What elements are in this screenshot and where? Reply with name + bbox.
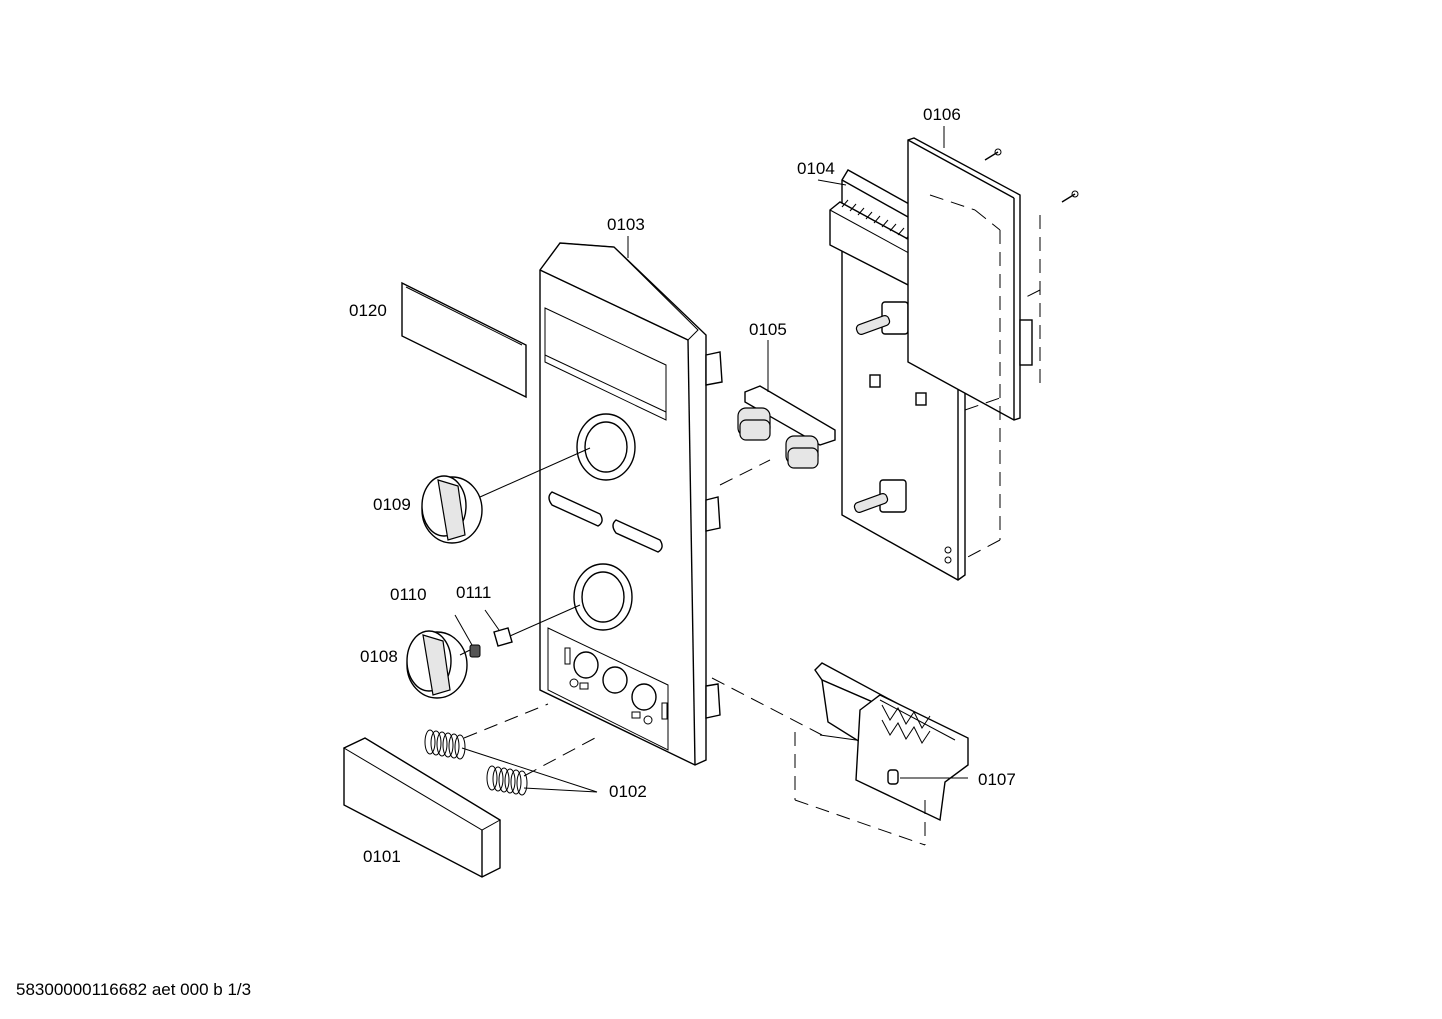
label-0110: 0110 — [390, 585, 427, 604]
label-0108: 0108 — [360, 647, 398, 666]
part-0120-display-window — [401, 281, 527, 399]
label-0107: 0107 — [978, 770, 1016, 789]
part-0103-control-panel — [539, 242, 723, 766]
label-0109: 0109 — [373, 495, 411, 514]
part-0111-clip — [484, 604, 581, 647]
part-0109-knob — [421, 447, 591, 544]
label-0101: 0101 — [363, 847, 401, 866]
document-id: 58300000116682 aet 000 b 1/3 — [16, 980, 252, 999]
part-0105-switch-bracket — [719, 385, 836, 486]
part-0107-door-lever — [711, 662, 969, 846]
label-0102: 0102 — [609, 782, 647, 801]
label-0103: 0103 — [607, 215, 645, 234]
label-0120: 0120 — [349, 301, 387, 320]
part-0106-power-board — [907, 137, 1079, 561]
leader-lines — [459, 126, 968, 779]
part-0110-clip — [454, 614, 481, 658]
screw-icon — [984, 148, 1002, 161]
part-0101-push-button — [342, 737, 501, 878]
label-0106: 0106 — [923, 105, 961, 124]
part-0102-springs — [424, 703, 598, 796]
screw-icon — [1061, 190, 1079, 203]
label-0111: 0111 — [456, 583, 491, 602]
label-0104: 0104 — [797, 159, 835, 178]
part-0108-knob — [406, 630, 468, 699]
label-0105: 0105 — [749, 320, 787, 339]
